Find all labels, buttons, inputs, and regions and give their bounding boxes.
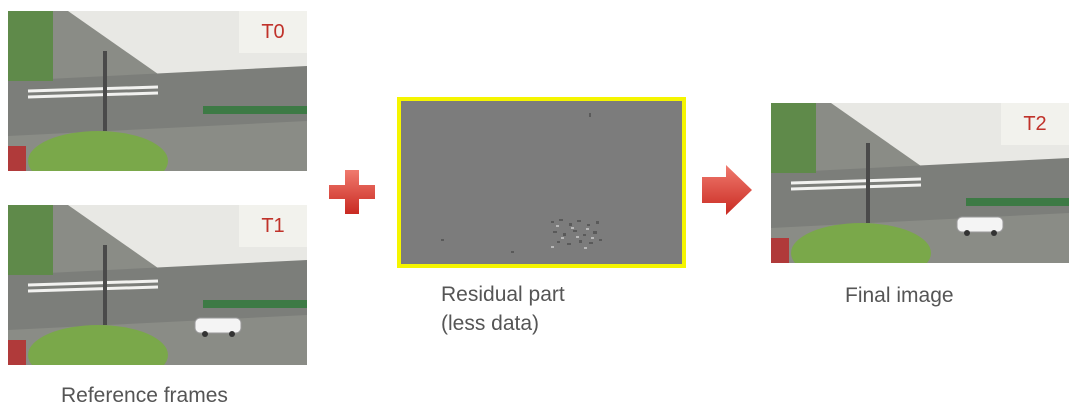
plus-icon — [329, 170, 375, 219]
frame-label: T2 — [1001, 103, 1069, 145]
reference-frame-t1: T1 — [8, 205, 307, 365]
arrow-right-icon — [702, 165, 752, 220]
residual-noise-image — [401, 101, 682, 264]
car-icon — [956, 216, 1004, 236]
reference-frames-caption: Reference frames — [61, 384, 228, 407]
traffic-scene-image — [771, 103, 1069, 263]
car-icon — [194, 317, 242, 337]
residual-caption-line2: (less data) — [441, 312, 540, 335]
frame-label: T1 — [239, 205, 307, 247]
residual-caption-line1: Residual part — [441, 283, 565, 306]
final-frame-t2: T2 — [771, 103, 1069, 263]
frame-label: T0 — [239, 11, 307, 53]
final-image-caption: Final image — [845, 284, 954, 307]
residual-frame — [397, 97, 686, 268]
reference-frame-t0: T0 — [8, 11, 307, 171]
traffic-scene-image — [8, 205, 307, 365]
